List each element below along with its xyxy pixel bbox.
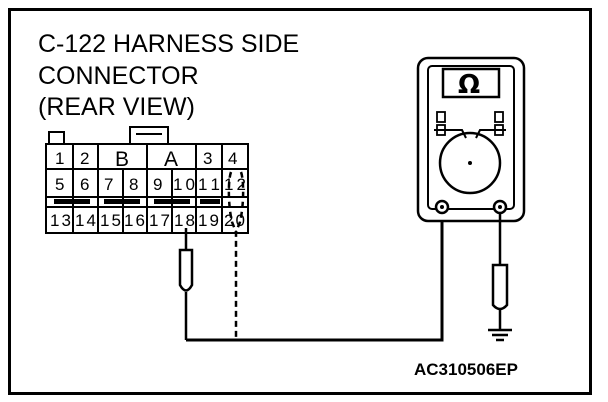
pin-label: 10 bbox=[173, 175, 195, 194]
pin-label: A bbox=[164, 148, 178, 171]
meter-inner-panel bbox=[427, 65, 515, 210]
test-probe-pin-18 bbox=[178, 228, 194, 340]
pin-label: 7 bbox=[104, 175, 113, 194]
test-lead-wire bbox=[186, 210, 444, 342]
multimeter: Ω bbox=[416, 56, 526, 223]
diagram-title-line-3: (REAR VIEW) bbox=[38, 93, 195, 121]
pin-label: 8 bbox=[129, 175, 138, 194]
pin-label: 1 bbox=[55, 149, 64, 168]
pin-label: 13 bbox=[50, 211, 71, 230]
pin-label: 15 bbox=[100, 211, 121, 230]
pin-label: 5 bbox=[55, 175, 64, 194]
pin-label: 14 bbox=[75, 211, 96, 230]
pin-label: 18 bbox=[174, 211, 195, 230]
pin-label: 19 bbox=[198, 211, 219, 230]
pin-label: 6 bbox=[80, 175, 89, 194]
pin-label: 4 bbox=[228, 149, 237, 168]
ground-icon bbox=[488, 328, 512, 342]
connector-row-bars bbox=[54, 199, 220, 204]
diagram-title-line-1: C-122 HARNESS SIDE bbox=[38, 30, 300, 58]
dashed-probe bbox=[227, 171, 245, 340]
pin-label: 17 bbox=[149, 211, 170, 230]
pin-label: 2 bbox=[80, 149, 89, 168]
pin-label: 11 bbox=[198, 175, 220, 194]
connector-lock-tab bbox=[129, 126, 169, 144]
diagram-title-line-2: CONNECTOR bbox=[38, 62, 199, 90]
pin-label: 3 bbox=[203, 149, 212, 168]
pin-label: B bbox=[115, 148, 129, 171]
connector-top-row: 1 2 B A 3 4 bbox=[55, 148, 237, 171]
connector bbox=[45, 126, 249, 234]
ohm-symbol: Ω bbox=[458, 70, 480, 100]
meter-display bbox=[441, 67, 501, 99]
connector-middle-row: 5 6 7 8 9 10 11 12 bbox=[55, 175, 246, 194]
connector-body bbox=[45, 143, 249, 234]
pin-label: 16 bbox=[124, 211, 145, 230]
figure-reference-code: AC310506EP bbox=[414, 360, 518, 379]
ground-probe bbox=[491, 213, 509, 330]
pin-label: 9 bbox=[153, 175, 162, 194]
connector-key bbox=[48, 131, 65, 144]
